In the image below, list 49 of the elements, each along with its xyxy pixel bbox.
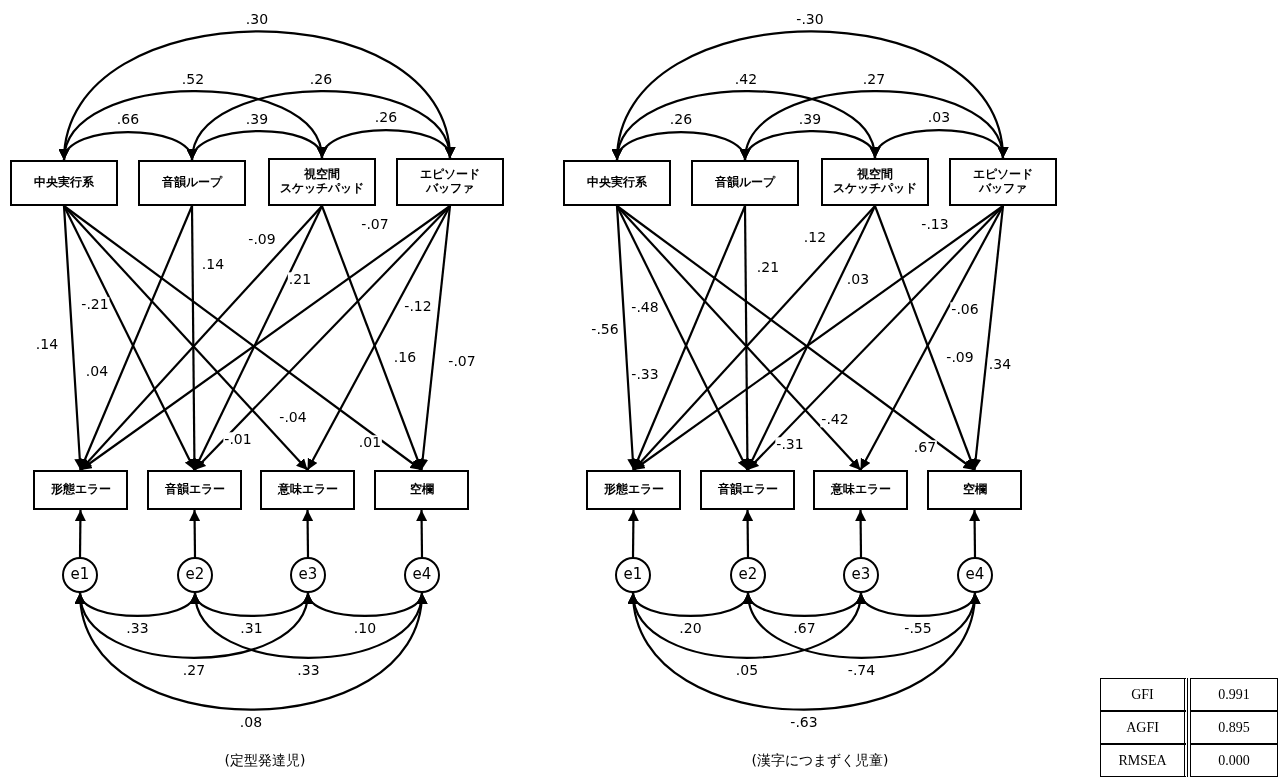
variable-box: 中央実行系 <box>563 160 671 206</box>
path-arrow <box>74 510 86 557</box>
path-arrow <box>416 510 428 557</box>
path-arrow <box>189 510 201 557</box>
group-caption: (漢字につまずく児童) <box>751 752 889 770</box>
path-arrow <box>742 510 754 557</box>
fit-index-name: GFI <box>1100 678 1188 711</box>
covariance-arrow <box>613 30 1007 161</box>
variable-box: 空欄 <box>927 470 1022 510</box>
variable-box: 形態エラー <box>586 470 681 510</box>
path-arrow <box>627 510 639 557</box>
variable-box: エピソードバッファ <box>949 158 1057 206</box>
error-circle: e1 <box>615 557 651 593</box>
group-caption: (定型発達児) <box>224 752 306 770</box>
path-arrow <box>855 510 867 557</box>
fit-index-value: 0.991 <box>1190 678 1278 711</box>
variable-box: 視空間スケッチパッド <box>268 158 376 206</box>
error-circle: e3 <box>843 557 879 593</box>
covariance-arrow <box>76 592 426 711</box>
path-arrow <box>302 510 314 557</box>
covariance-arrow <box>60 30 454 161</box>
error-circle: e3 <box>290 557 326 593</box>
error-circle: e2 <box>730 557 766 593</box>
edge-label: -.42 <box>820 412 850 428</box>
variable-box: エピソードバッファ <box>396 158 504 206</box>
path-arrow <box>417 205 452 471</box>
path-arrow <box>320 205 423 471</box>
path-arrow <box>873 205 976 471</box>
fit-index-name: RMSEA <box>1100 744 1188 777</box>
fit-index-value: 0.895 <box>1190 711 1278 744</box>
fit-index-value: 0.000 <box>1190 744 1278 777</box>
variable-box: 中央実行系 <box>10 160 118 206</box>
variable-box: 音韻エラー <box>700 470 795 510</box>
error-circle: e4 <box>404 557 440 593</box>
variable-box: 音韻ループ <box>691 160 799 206</box>
variable-box: 音韻ループ <box>138 160 246 206</box>
variable-box: 視空間スケッチパッド <box>821 158 929 206</box>
variable-box: 空欄 <box>374 470 469 510</box>
variable-box: 意味エラー <box>260 470 355 510</box>
error-circle: e2 <box>177 557 213 593</box>
variable-box: 音韻エラー <box>147 470 242 510</box>
path-arrow <box>969 510 981 557</box>
variable-box: 形態エラー <box>33 470 128 510</box>
error-circle: e1 <box>62 557 98 593</box>
covariance-arrow <box>629 592 979 711</box>
error-circle: e4 <box>957 557 993 593</box>
path-arrow <box>970 205 1005 471</box>
fit-index-name: AGFI <box>1100 711 1188 744</box>
variable-box: 意味エラー <box>813 470 908 510</box>
